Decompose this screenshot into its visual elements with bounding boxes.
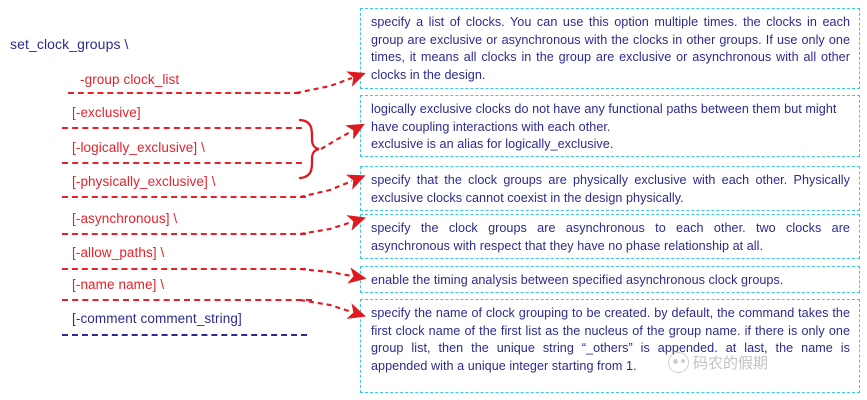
separator-after-group [68, 92, 300, 94]
command-name: set_clock_groups \ [10, 36, 129, 52]
option-asynchronous: [-asynchronous] \ [72, 211, 178, 226]
separator-after-allow-paths [62, 268, 306, 270]
description-text-name: specify the name of clock grouping to be… [371, 306, 850, 373]
option-logically-exclusive: [-logically_exclusive] \ [72, 140, 205, 155]
watermark: 码农的假期 [668, 352, 768, 373]
option-physically-exclusive: [-physically_exclusive] \ [72, 174, 216, 189]
description-text-exclusive-line2: exclusive is an alias for logically_excl… [371, 137, 614, 152]
watermark-text: 码农的假期 [693, 354, 769, 372]
wechat-account-logo-icon [668, 352, 689, 373]
description-box-exclusive: logically exclusive clocks do not have a… [360, 95, 860, 157]
separator-after-exclusive [62, 127, 302, 129]
option-group: -group clock_list [80, 72, 180, 87]
description-text-allow-paths: enable the timing analysis between speci… [371, 273, 784, 287]
separator-after-asynchronous [62, 233, 306, 235]
separator-after-logically-exclusive [62, 162, 302, 164]
description-box-allow-paths: enable the timing analysis between speci… [360, 266, 860, 293]
option-comment: [-comment comment_string] [72, 311, 242, 326]
description-box-physically-exclusive: specify that the clock groups are physic… [360, 166, 860, 211]
description-text-asynchronous: specify the clock groups are asynchronou… [371, 221, 850, 253]
separator-after-physically-exclusive [62, 196, 306, 198]
leader-line-exclusive [320, 123, 365, 150]
leader-line-asynchronous [299, 215, 367, 236]
description-box-asynchronous: specify the clock groups are asynchronou… [360, 214, 860, 259]
description-box-name: specify the name of clock grouping to be… [360, 299, 860, 393]
description-text-group: specify a list of clocks. You can use th… [371, 15, 850, 82]
separator-after-comment [62, 334, 307, 336]
description-box-group: specify a list of clocks. You can use th… [360, 8, 860, 89]
leader-line-allow-paths [299, 267, 367, 284]
option-allow-paths: [-allow_paths] \ [72, 245, 165, 260]
option-exclusive: [-exclusive] [72, 105, 141, 120]
description-text-physically-exclusive: specify that the clock groups are physic… [371, 173, 850, 205]
leader-line-physically-exclusive [299, 174, 366, 199]
brace-exclusive-group [298, 118, 320, 180]
leader-line-name [299, 298, 367, 319]
option-name: [-name name] \ [72, 277, 165, 292]
separator-after-name [62, 299, 312, 301]
leader-line-group [295, 71, 366, 95]
description-text-exclusive-line1: logically exclusive clocks do not have a… [371, 102, 837, 134]
